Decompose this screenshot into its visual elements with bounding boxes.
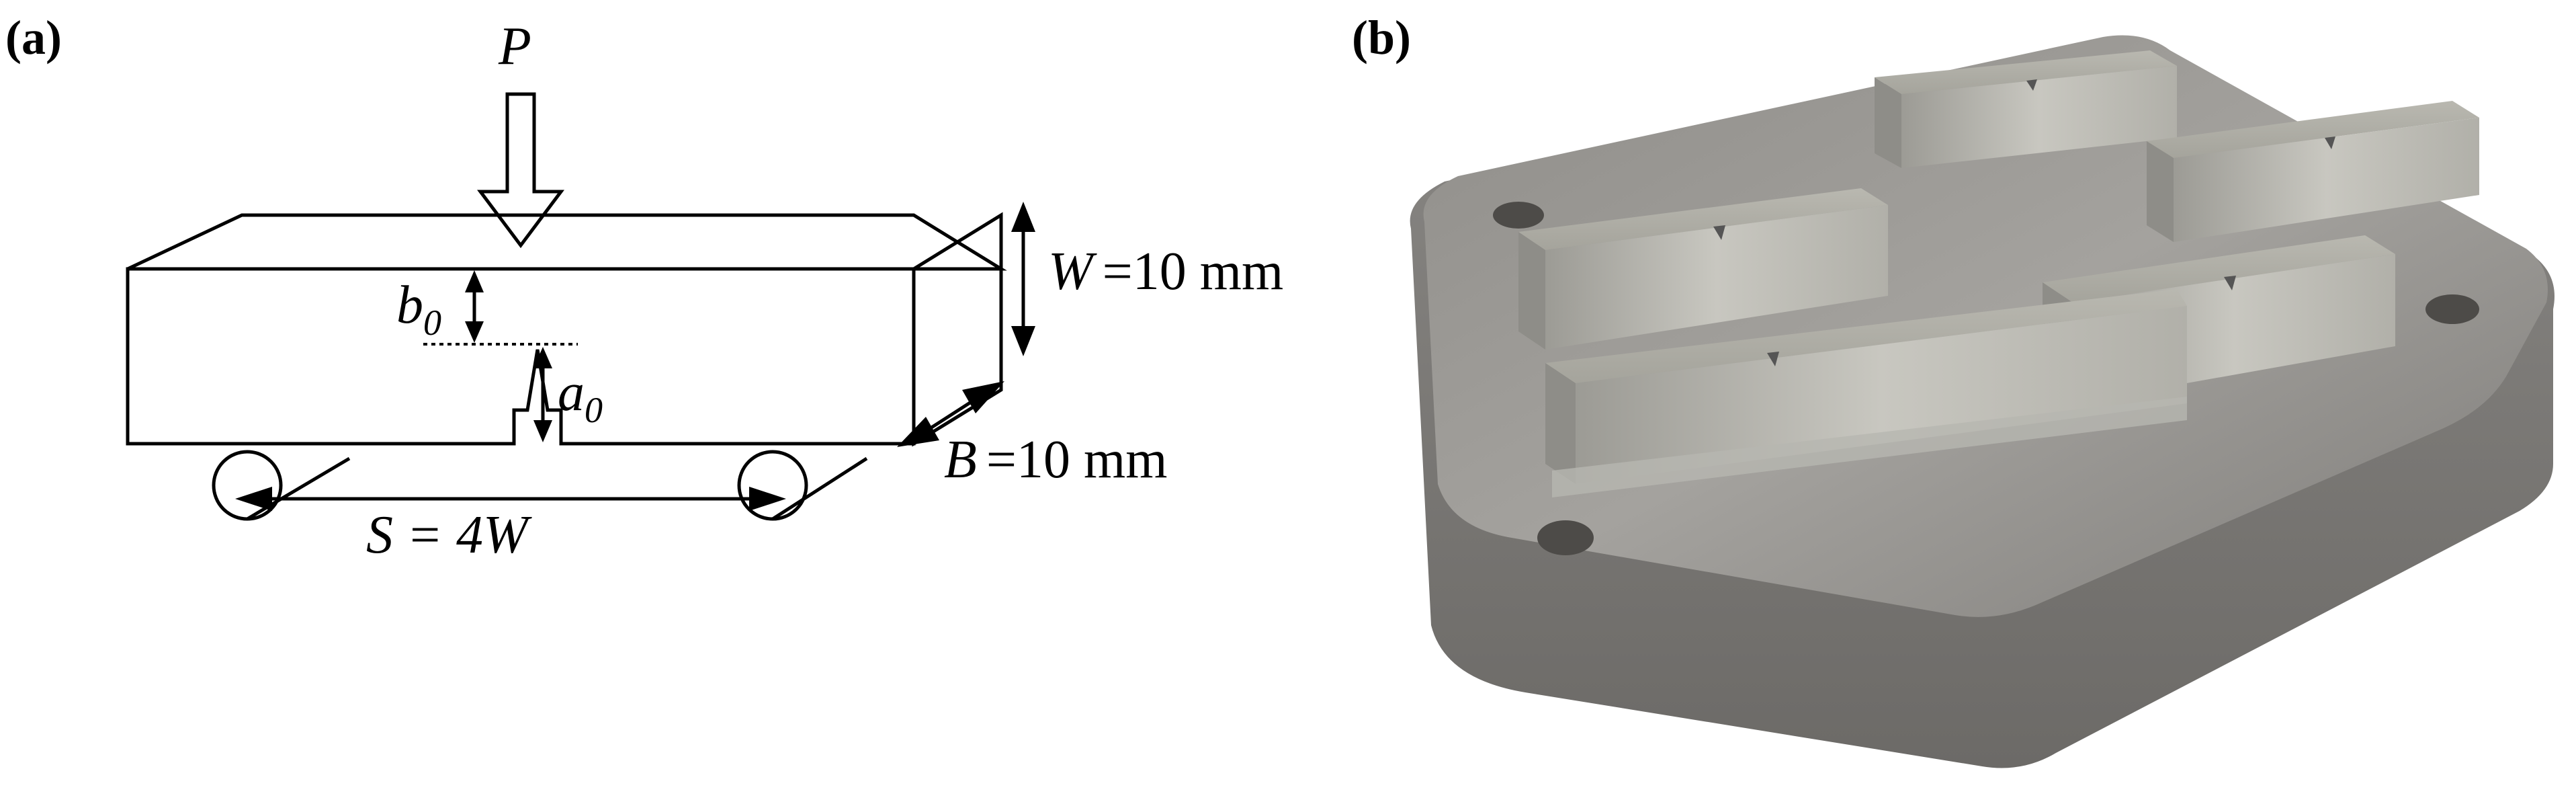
panel-label-a: (a)	[5, 11, 62, 65]
b0-symbol: b	[396, 276, 423, 335]
s-symbol: S	[366, 506, 393, 565]
b-dimension-arrow	[897, 381, 1004, 447]
specimen-bar-1	[1875, 50, 2177, 168]
b0-dimension-arrow	[465, 270, 484, 343]
a0-label: a0	[558, 363, 603, 430]
w-dimension-arrow	[1011, 202, 1035, 356]
specimen-bar-5	[1545, 289, 2187, 484]
a0-dimension-arrow	[533, 347, 552, 442]
left-support-roller	[212, 450, 351, 521]
specimen-bar-3	[1518, 188, 1888, 350]
a0-symbol: a	[558, 363, 585, 422]
b0-subscript: 0	[423, 303, 441, 343]
s-span-arrow	[235, 487, 786, 511]
support-structure	[1552, 397, 2187, 497]
load-label: P	[498, 17, 531, 76]
b-label: B=10 mm	[944, 430, 1167, 489]
panel-b-photo: (b)	[1350, 0, 2576, 804]
load-arrow-icon	[477, 92, 564, 249]
specimen-photo: (b)	[1352, 11, 2554, 768]
right-support-roller	[737, 450, 868, 521]
s-equation: = 4W	[406, 506, 532, 565]
a0-subscript: 0	[585, 390, 603, 430]
panel-a-schematic: (a) P b0 a0	[5, 11, 1283, 565]
w-value: =10 mm	[1103, 242, 1284, 301]
s-label: S= 4W	[366, 506, 532, 565]
b-value: =10 mm	[986, 430, 1168, 489]
b0-label: b0	[396, 276, 441, 343]
specimen-bar-2	[2147, 101, 2479, 242]
w-label: W=10 mm	[1048, 242, 1283, 301]
b-symbol: B	[944, 430, 977, 489]
panel-label-b: (b)	[1352, 11, 1411, 65]
w-symbol: W	[1048, 242, 1097, 301]
bending-schematic: (a) P b0 a0	[5, 11, 1283, 565]
